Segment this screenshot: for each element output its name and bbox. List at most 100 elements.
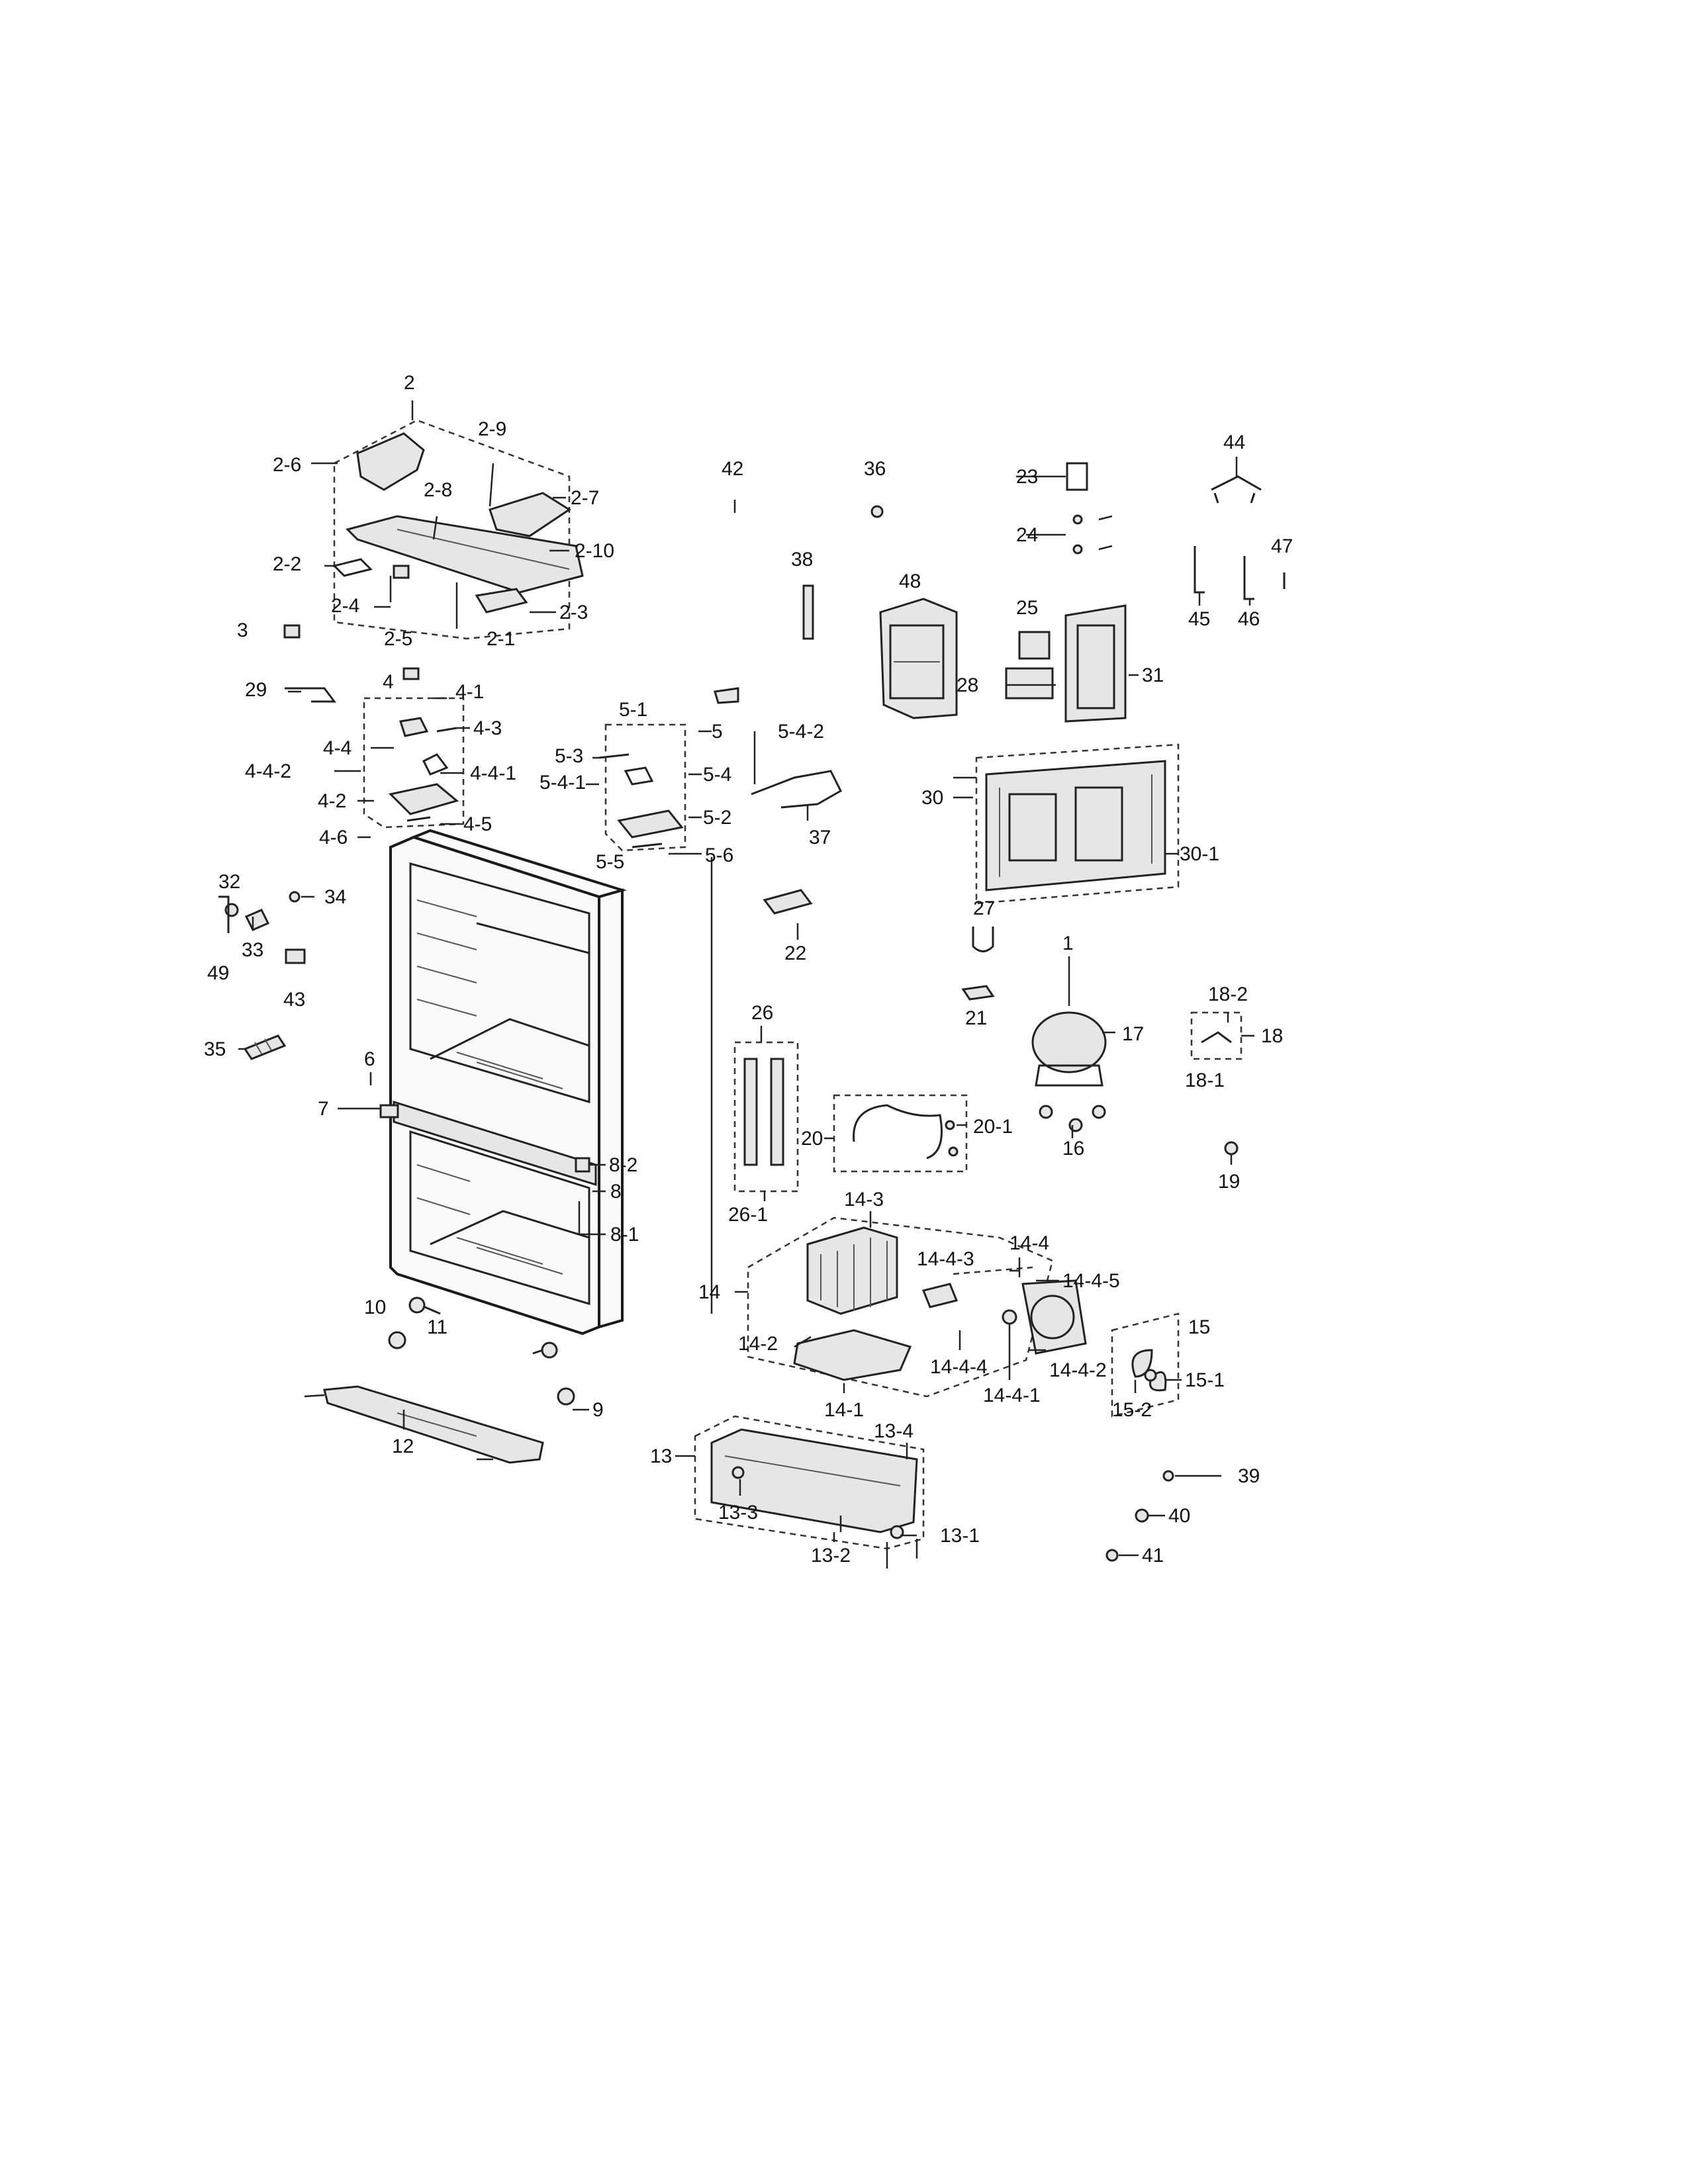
callout-4-6: 4-6 [319,827,348,848]
callout-labels: 2 2-9 2-6 2-8 2-7 2-10 2-2 2-4 2-3 3 2-5… [204,372,1293,1567]
callout-12: 12 [392,1435,414,1457]
base-grille [304,1385,544,1464]
refrigerator-cabinet [379,829,628,1336]
callout-25: 25 [1016,597,1038,619]
callout-19: 19 [1218,1171,1240,1193]
callout-28: 28 [957,674,978,696]
callout-46: 46 [1238,608,1260,630]
callout-2-10: 2-10 [575,540,614,562]
callout-2-2: 2-2 [273,553,301,575]
callout-2-4: 2-4 [331,595,359,617]
callout-5-3: 5-3 [555,745,583,767]
callout-20: 20 [801,1128,823,1150]
callout-30-1: 30-1 [1180,843,1219,865]
callout-13-4: 13-4 [874,1420,914,1442]
callout-5: 5 [712,721,723,743]
center-parts [733,500,884,915]
callout-6: 6 [364,1048,375,1070]
small-parts-left [218,624,420,1060]
callout-36: 36 [864,458,886,480]
callout-13-3: 13-3 [718,1502,758,1524]
callout-38: 38 [791,549,813,570]
callout-45: 45 [1188,608,1210,630]
callout-10: 10 [364,1297,386,1318]
callout-14-4: 14-4 [1009,1232,1049,1254]
callout-43: 43 [283,989,305,1011]
callout-8: 8 [610,1181,622,1203]
machine-compartment-base [694,1415,925,1569]
callout-24: 24 [1016,524,1038,546]
callout-1: 1 [1062,933,1074,954]
callout-14: 14 [698,1281,720,1303]
callout-40: 40 [1168,1505,1190,1527]
callout-2-8: 2-8 [424,479,452,501]
defrost-heater [733,1041,968,1193]
callout-14-4-5: 14-4-5 [1062,1270,1120,1292]
callout-41: 41 [1142,1545,1164,1567]
callout-5-1: 5-1 [619,699,647,721]
callout-48: 48 [899,570,921,592]
callout-20-1: 20-1 [973,1116,1013,1138]
callout-2-7: 2-7 [571,487,599,509]
callout-49: 49 [207,962,229,984]
callout-4-4-1: 4-4-1 [470,762,516,784]
callout-11: 11 [427,1316,447,1338]
callout-34: 34 [324,886,346,908]
callout-26-1: 26-1 [728,1204,768,1226]
callout-47: 47 [1271,535,1293,557]
callout-31: 31 [1142,664,1164,686]
callout-15: 15 [1188,1316,1210,1338]
callout-4-4: 4-4 [323,737,352,759]
callout-2-6: 2-6 [273,454,301,476]
callout-4-2: 4-2 [318,790,346,812]
callout-13-1: 13-1 [940,1525,980,1547]
callout-27: 27 [973,897,995,919]
callout-26: 26 [751,1002,773,1024]
callout-21: 21 [965,1007,987,1029]
callout-8-1: 8-1 [610,1224,639,1246]
callout-2-5: 2-5 [384,628,412,650]
callout-14-4-1: 14-4-1 [983,1385,1041,1406]
callout-14-2: 14-2 [738,1333,778,1355]
callout-7: 7 [318,1098,329,1120]
callout-5-5: 5-5 [596,851,624,873]
callout-5-4-2: 5-4-2 [778,721,824,743]
callout-16: 16 [1062,1138,1084,1160]
callout-14-4-3: 14-4-3 [917,1248,974,1270]
callout-4-4-2: 4-4-2 [245,760,291,782]
callout-44: 44 [1223,432,1245,453]
callout-18-2: 18-2 [1208,983,1248,1005]
callout-39: 39 [1238,1465,1260,1487]
callout-14-1: 14-1 [824,1399,864,1421]
callout-3: 3 [237,619,248,641]
callout-5-2: 5-2 [703,807,731,829]
callout-22: 22 [784,942,806,964]
callout-35: 35 [204,1038,226,1060]
fan-assembly [1111,1312,1180,1418]
control-box-panel [879,598,958,719]
callout-30: 30 [921,787,943,809]
callout-23: 23 [1016,466,1038,488]
callout-14-3: 14-3 [844,1189,884,1210]
callout-2-9: 2-9 [478,418,506,440]
top-cover-assembly [332,419,584,640]
callout-14-4-4: 14-4-4 [930,1356,988,1378]
cabinet-feet [388,1297,575,1406]
callout-5-4: 5-4 [703,764,731,786]
callout-2-1: 2-1 [487,628,515,650]
callout-4-3: 4-3 [473,717,502,739]
callout-13: 13 [650,1445,672,1467]
evaporator-assembly [747,1216,1087,1398]
callout-17: 17 [1122,1023,1144,1045]
hinge-assembly-left [363,697,465,829]
callout-18: 18 [1261,1025,1283,1047]
callout-4-5: 4-5 [463,813,492,835]
callout-42: 42 [722,458,743,480]
fitting-assembly [1190,1011,1243,1156]
callout-29: 29 [245,679,267,701]
callout-15-1: 15-1 [1185,1369,1225,1391]
loose-screws [1105,1470,1174,1562]
leader-lines [238,400,1254,1557]
callout-5-4-1: 5-4-1 [539,772,586,794]
upper-right-parts [1005,462,1286,723]
